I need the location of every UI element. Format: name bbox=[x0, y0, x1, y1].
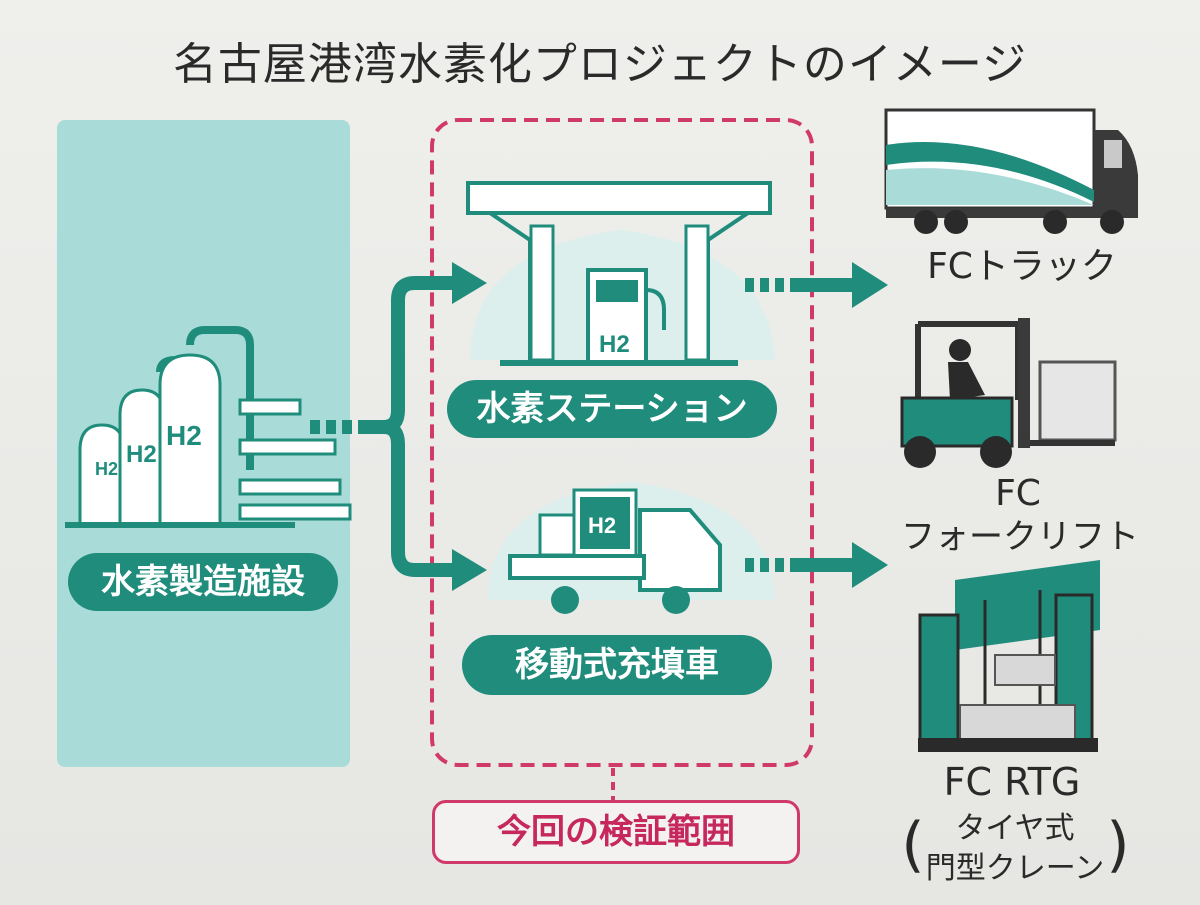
vehicle-3-label-line3: 門型クレーン bbox=[926, 851, 1105, 886]
verification-scope-label: 今回の検証範囲 bbox=[432, 800, 800, 864]
station-h2-mark: H2 bbox=[599, 331, 630, 358]
vehicle-2-label-line2: フォークリフト bbox=[901, 517, 1139, 557]
facility-outflow-arrow bbox=[310, 262, 487, 591]
tank-h2-large: H2 bbox=[166, 420, 202, 451]
diagram-title: 名古屋港湾水素化プロジェクトのイメージ bbox=[172, 39, 1028, 90]
station-label: 水素ステーション bbox=[447, 380, 777, 438]
mobile-refueler-icon: H2 bbox=[488, 482, 775, 614]
tank-h2-medium: H2 bbox=[126, 441, 157, 468]
vehicle-1-label: FCトラック bbox=[927, 246, 1117, 287]
hydrogen-station-icon: H2 bbox=[466, 181, 775, 366]
fc-truck-icon bbox=[884, 108, 1138, 234]
fc-rtg-crane-icon bbox=[918, 560, 1100, 752]
vehicle-3-paren-close: ) bbox=[1106, 810, 1129, 880]
hydrogen-tanks-icon: H2 H2 H2 bbox=[65, 326, 352, 528]
facility-label: 水素製造施設 bbox=[68, 553, 338, 611]
vehicle-3-label-line2: タイヤ式 bbox=[955, 811, 1074, 846]
refueler-to-vehicles-arrow bbox=[745, 542, 888, 588]
vehicle-2-label-line1: FC bbox=[995, 473, 1041, 514]
vehicle-3-label-line1: FC RTG bbox=[944, 760, 1081, 804]
station-to-vehicles-arrow bbox=[745, 262, 888, 308]
verification-scope-box bbox=[430, 118, 814, 767]
fc-forklift-icon bbox=[900, 318, 1117, 468]
mobile-refueler-label: 移動式充填車 bbox=[462, 635, 772, 695]
vehicle-3-paren-open: ( bbox=[901, 810, 924, 880]
refueler-h2-mark: H2 bbox=[588, 513, 616, 538]
tank-h2-small: H2 bbox=[95, 459, 118, 479]
